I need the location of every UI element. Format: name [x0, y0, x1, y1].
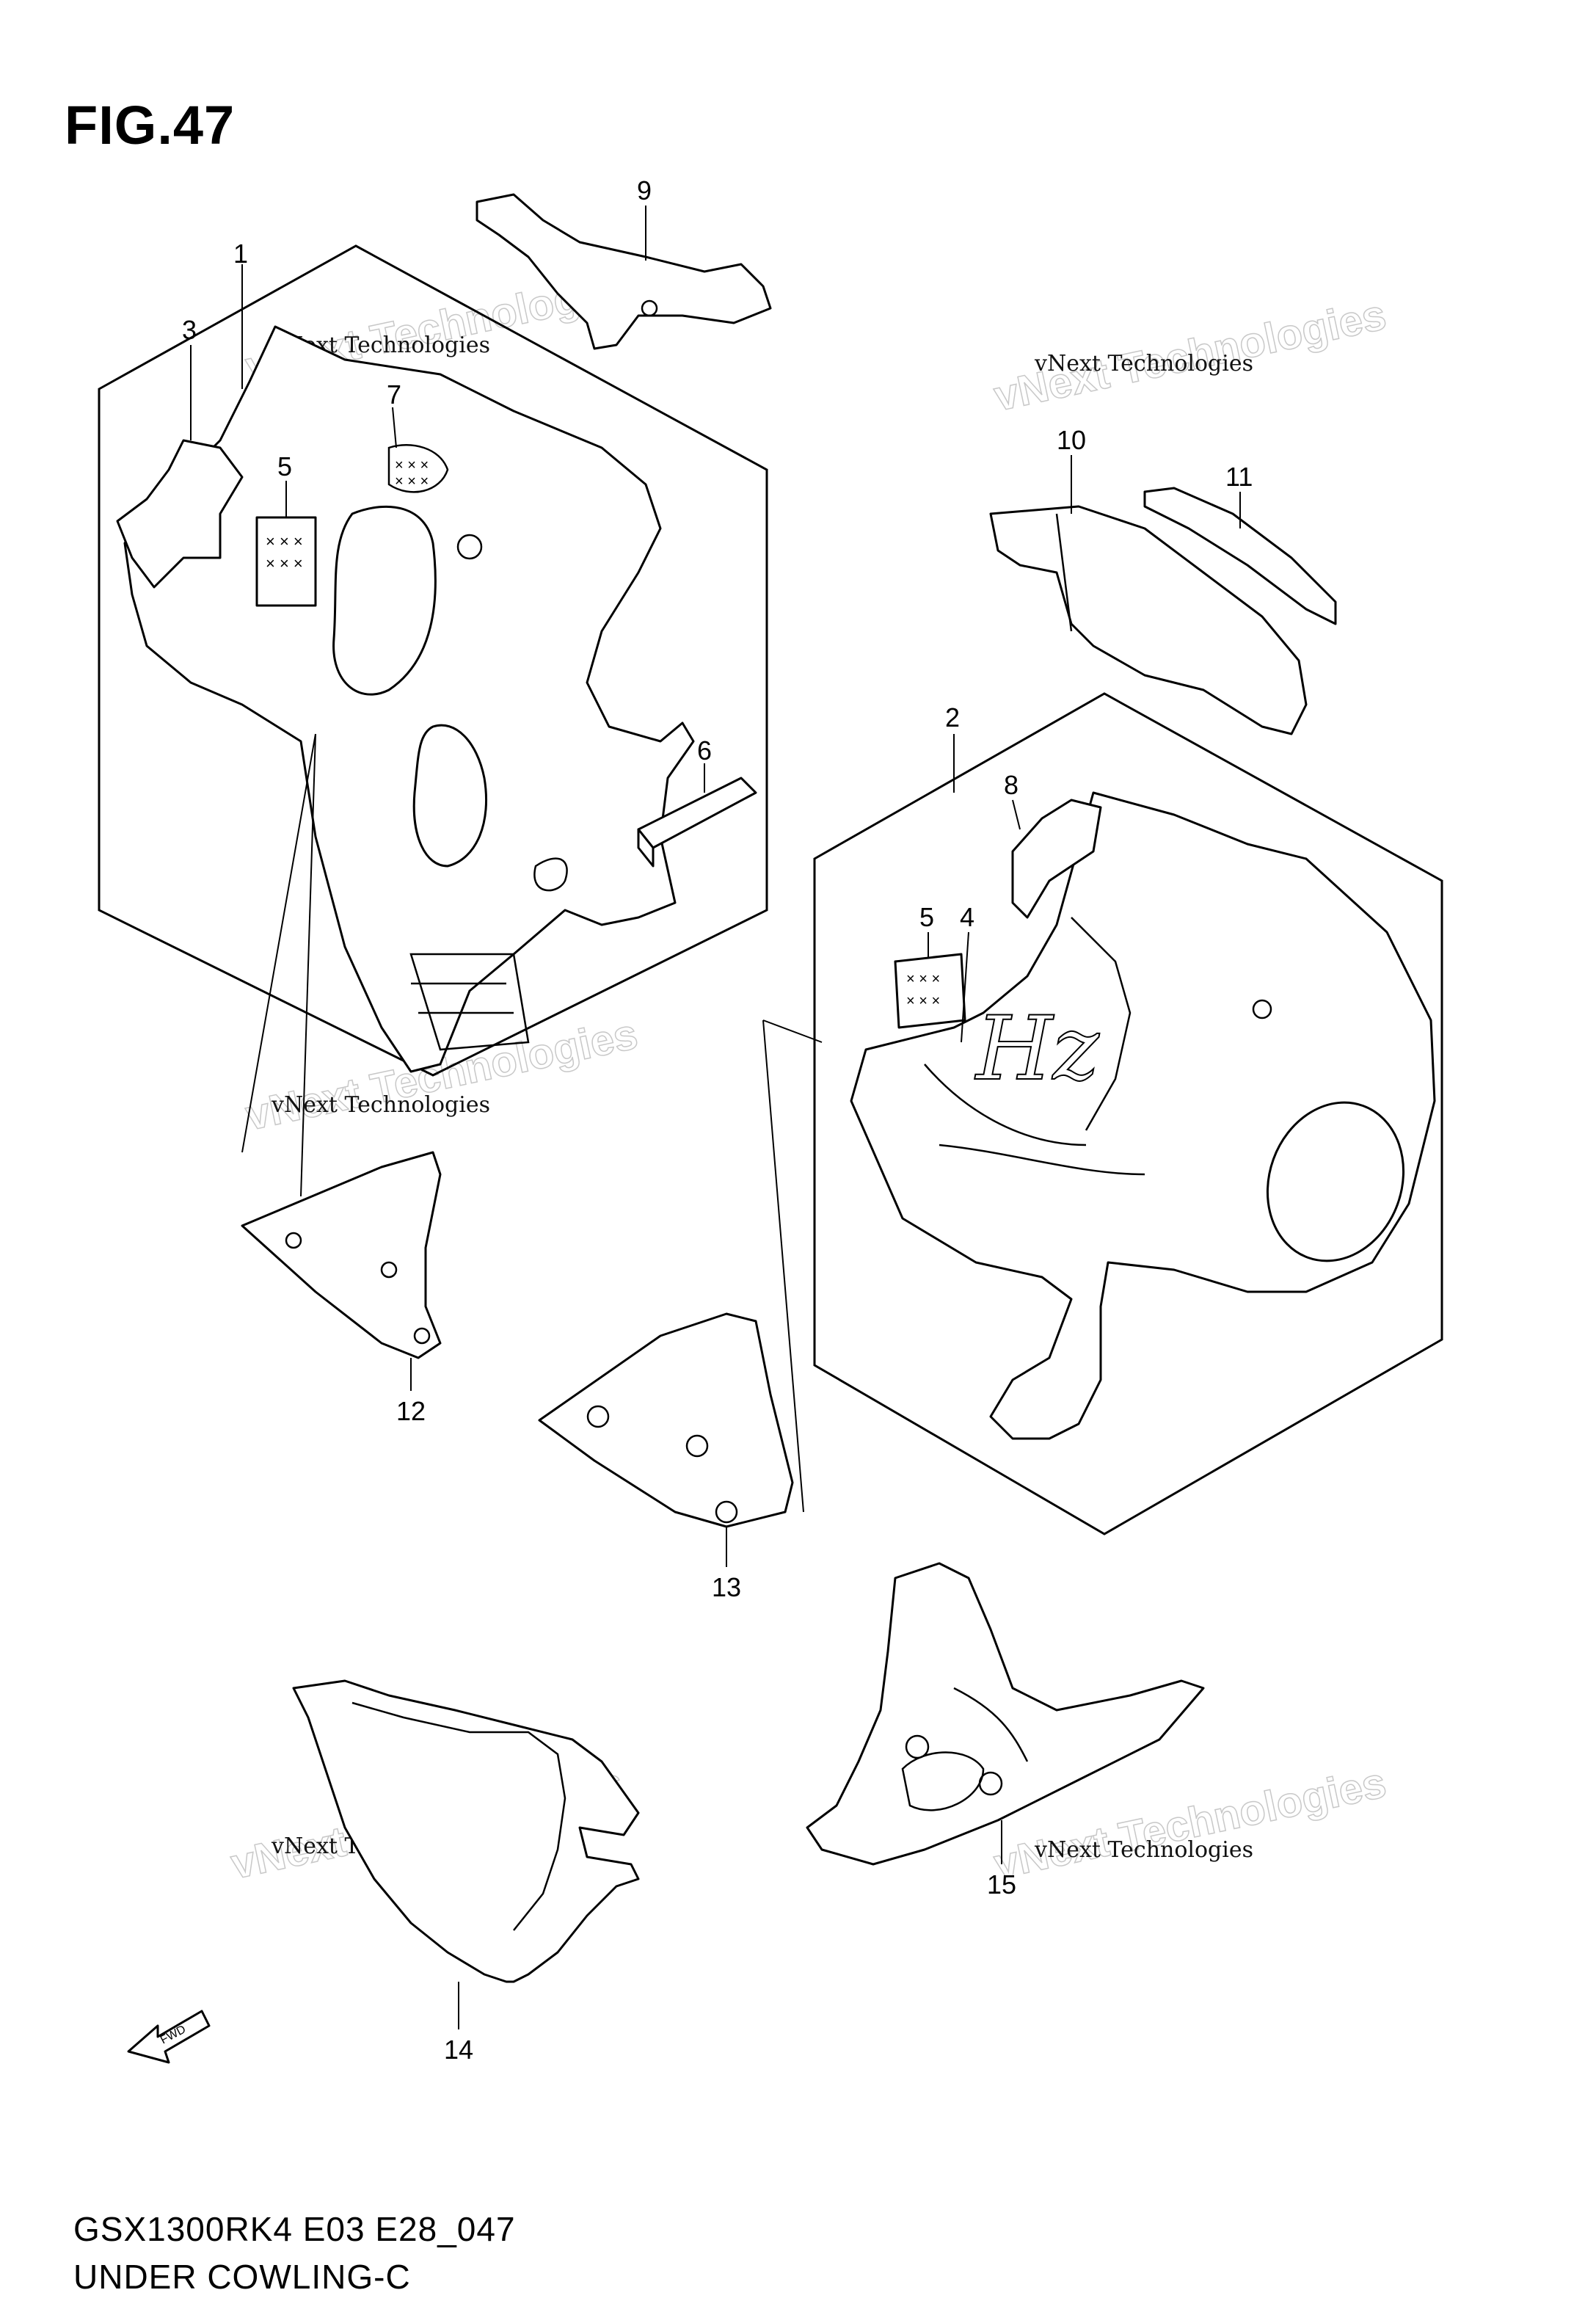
- callout-5: 5: [277, 451, 292, 481]
- callout-8: 8: [1004, 770, 1019, 800]
- callout-11: 11: [1225, 462, 1253, 492]
- figure-title: FIG.47: [65, 95, 236, 156]
- svg-text:× × ×: × × ×: [395, 457, 429, 473]
- part-11-trim-strip: [1143, 487, 1337, 625]
- svg-text:× × ×: × × ×: [266, 532, 303, 550]
- mount-hole: [456, 534, 483, 560]
- callout-4: 4: [960, 902, 974, 932]
- part-1-side-cowling: [123, 325, 695, 1073]
- part-5-mesh-pad-b: × × × × × ×: [894, 953, 966, 1029]
- callout-9: 9: [637, 175, 652, 206]
- part-12-inner-cover: [241, 1151, 442, 1359]
- model-code: GSX1300RK4 E03 E28_047: [73, 2210, 516, 2248]
- callout-2: 2: [945, 702, 960, 733]
- watermark-2: vNext Technologies vNext Technologies: [989, 290, 1391, 421]
- callout-10: 10: [1057, 425, 1086, 455]
- part-13-inner-cover: [538, 1312, 794, 1528]
- callout-15: 15: [987, 1869, 1016, 1900]
- assembly-frame-2: [813, 692, 1443, 1535]
- part-14-lower-cowling: [292, 1679, 640, 1983]
- part-2-front-cowling: Hz: [850, 791, 1436, 1440]
- callout-5b: 5: [919, 902, 934, 932]
- leader-lines: [190, 206, 1241, 2029]
- svg-text:× × ×: × × ×: [395, 473, 429, 490]
- svg-text:× × ×: × × ×: [906, 993, 940, 1009]
- section-name: UNDER COWLING-C: [73, 2258, 411, 2296]
- fwd-arrow-icon: FWD: [127, 2010, 211, 2064]
- callout-13: 13: [712, 1572, 741, 1602]
- part-7-mesh-pad: × × × × × ×: [387, 444, 449, 493]
- part-5-mesh-pad-a: × × × × × ×: [255, 516, 317, 607]
- callout-14: 14: [444, 2035, 473, 2065]
- callout-12: 12: [396, 1396, 426, 1426]
- part-8-side-tab: [1011, 799, 1102, 919]
- part-10-inner-panel: [989, 505, 1308, 735]
- part-6-block: [637, 777, 757, 868]
- svg-text:× × ×: × × ×: [266, 554, 303, 572]
- part-9-upper-bracket: [475, 193, 772, 350]
- callout-7: 7: [387, 379, 401, 410]
- part-15-belly-pan: [806, 1562, 1205, 1866]
- callout-6: 6: [697, 735, 712, 766]
- assembly-frame-1: [98, 244, 768, 1077]
- watermark-text: vNext Technologies: [271, 1092, 490, 1118]
- watermark-text: vNext Technologies: [1034, 351, 1253, 377]
- svg-text:× × ×: × × ×: [906, 971, 940, 987]
- part-3-bracket: [116, 439, 244, 589]
- callout-1: 1: [233, 239, 248, 269]
- watermark-text: vNext Technologies: [1034, 1837, 1253, 1863]
- svg-text:Hz: Hz: [974, 998, 1100, 1100]
- callout-3: 3: [182, 315, 197, 345]
